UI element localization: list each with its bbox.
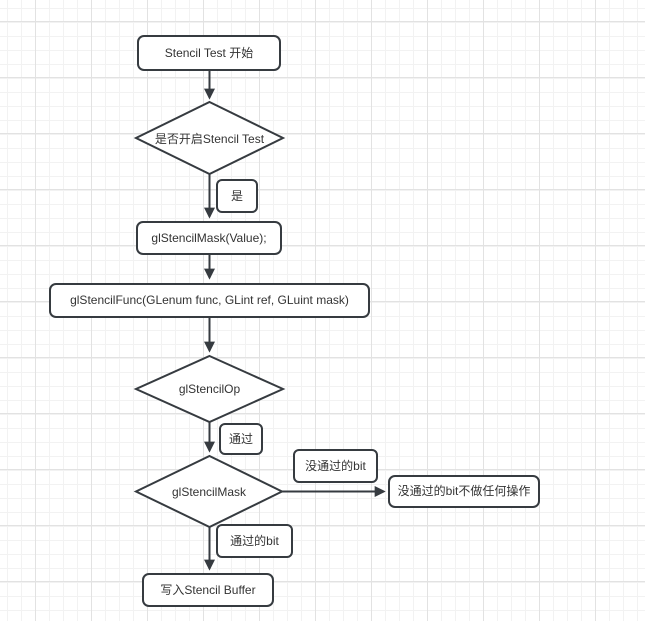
edge-label-pass-bits[interactable]: 通过的bit: [216, 524, 293, 558]
node-fail-noop-label: 没通过的bit不做任何操作: [397, 484, 531, 499]
edge-label-yes[interactable]: 是: [216, 179, 258, 213]
edge-label-pass-text: 通过: [228, 431, 253, 446]
node-write-buffer[interactable]: 写入Stencil Buffer: [142, 573, 274, 607]
edge-label-fail-bits-text: 没通过的bit: [305, 458, 366, 473]
node-write-buffer-label: 写入Stencil Buffer: [160, 582, 256, 597]
node-stencil-func-call[interactable]: glStencilFunc(GLenum func, GLint ref, GL…: [49, 283, 370, 318]
node-stencil-mask-call-label: glStencilMask(Value);: [151, 230, 267, 245]
edge-label-pass-bits-text: 通过的bit: [230, 533, 279, 548]
node-fail-noop[interactable]: 没通过的bit不做任何操作: [388, 475, 540, 508]
node-start-label: Stencil Test 开始: [164, 45, 254, 60]
decision-op-shape[interactable]: [133, 354, 286, 424]
edge-label-fail-bits[interactable]: 没通过的bit: [293, 449, 378, 483]
decision-enable-check-shape[interactable]: [133, 100, 286, 176]
edge-label-yes-text: 是: [230, 188, 243, 203]
node-start[interactable]: Stencil Test 开始: [137, 35, 281, 71]
node-stencil-mask-call[interactable]: glStencilMask(Value);: [136, 221, 282, 255]
edge-label-pass[interactable]: 通过: [219, 423, 263, 455]
node-stencil-func-call-label: glStencilFunc(GLenum func, GLint ref, GL…: [70, 293, 349, 308]
decision-mask-check-shape[interactable]: [133, 454, 285, 529]
